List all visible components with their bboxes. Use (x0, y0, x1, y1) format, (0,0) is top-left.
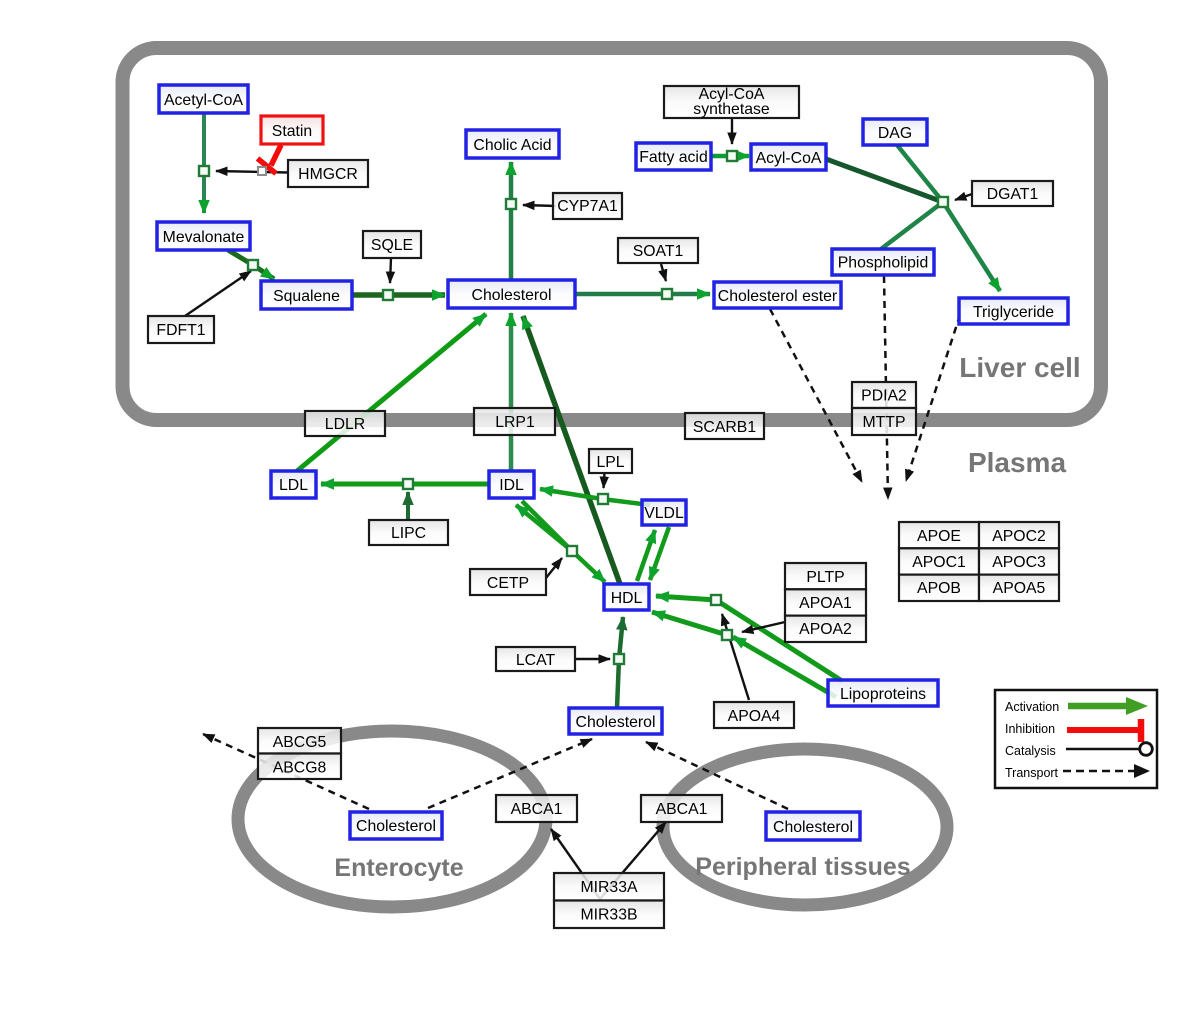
svg-text:Phospholipid: Phospholipid (838, 255, 928, 272)
svg-text:Statin: Statin (272, 123, 312, 140)
svg-text:ABCA1: ABCA1 (656, 801, 708, 818)
svg-text:LIPC: LIPC (391, 525, 426, 542)
svg-text:SCARB1: SCARB1 (693, 419, 756, 436)
svg-text:DAG: DAG (878, 125, 912, 142)
svg-text:APOC1: APOC1 (912, 554, 966, 571)
svg-text:LDLR: LDLR (325, 416, 365, 433)
svg-text:Inhibition: Inhibition (1005, 722, 1055, 736)
svg-text:Plasma: Plasma (968, 447, 1066, 478)
svg-text:APOE: APOE (917, 528, 961, 545)
svg-text:Cholesterol ester: Cholesterol ester (718, 288, 837, 305)
svg-text:Peripheral tissues: Peripheral tissues (695, 853, 910, 881)
svg-text:Activation: Activation (1005, 700, 1059, 714)
svg-text:Fatty acid: Fatty acid (639, 149, 707, 166)
svg-text:Squalene: Squalene (273, 288, 340, 305)
svg-text:ABCG8: ABCG8 (273, 760, 327, 777)
svg-text:ABCA1: ABCA1 (511, 801, 563, 818)
svg-text:APOA1: APOA1 (799, 595, 852, 612)
svg-text:Acyl-CoA: Acyl-CoA (756, 150, 822, 167)
svg-text:synthetase: synthetase (693, 101, 770, 118)
svg-text:Transport: Transport (1005, 766, 1059, 780)
svg-text:DGAT1: DGAT1 (987, 186, 1039, 203)
svg-text:Cholesterol: Cholesterol (773, 819, 853, 836)
svg-text:SQLE: SQLE (371, 237, 413, 254)
svg-text:APOC2: APOC2 (992, 528, 1046, 545)
svg-text:CYP7A1: CYP7A1 (557, 198, 618, 215)
svg-text:Cholic Acid: Cholic Acid (473, 137, 551, 154)
svg-text:SOAT1: SOAT1 (633, 243, 684, 260)
svg-text:LRP1: LRP1 (495, 414, 535, 431)
svg-text:Lipoproteins: Lipoproteins (840, 686, 926, 703)
svg-text:LCAT: LCAT (516, 652, 556, 669)
svg-text:FDFT1: FDFT1 (156, 322, 205, 339)
svg-text:Liver cell: Liver cell (959, 352, 1080, 383)
svg-text:Acetyl-CoA: Acetyl-CoA (164, 92, 243, 109)
svg-text:APOA2: APOA2 (799, 621, 852, 638)
svg-text:PLTP: PLTP (806, 569, 844, 586)
svg-text:ABCG5: ABCG5 (273, 734, 327, 751)
svg-text:HMGCR: HMGCR (298, 166, 358, 183)
svg-text:Cholesterol: Cholesterol (356, 818, 436, 835)
svg-text:VLDL: VLDL (644, 505, 684, 522)
svg-text:MTTP: MTTP (863, 414, 906, 431)
svg-text:APOC3: APOC3 (992, 554, 1046, 571)
svg-text:Cholesterol: Cholesterol (472, 287, 552, 304)
svg-text:Triglyceride: Triglyceride (973, 304, 1054, 321)
svg-text:APOA5: APOA5 (993, 580, 1046, 597)
svg-text:Enterocyte: Enterocyte (334, 854, 463, 882)
svg-text:APOB: APOB (917, 580, 961, 597)
svg-text:IDL: IDL (499, 477, 524, 494)
svg-text:APOA4: APOA4 (728, 708, 781, 725)
svg-text:MIR33B: MIR33B (580, 907, 637, 924)
svg-text:PDIA2: PDIA2 (861, 388, 907, 405)
svg-text:MIR33A: MIR33A (580, 879, 638, 896)
svg-text:Cholesterol: Cholesterol (576, 714, 656, 731)
svg-text:Catalysis: Catalysis (1005, 744, 1056, 758)
svg-text:Acyl-CoA: Acyl-CoA (699, 86, 765, 103)
svg-text:Mevalonate: Mevalonate (163, 229, 245, 246)
svg-text:CETP: CETP (487, 575, 529, 592)
svg-text:HDL: HDL (611, 590, 643, 607)
svg-text:LDL: LDL (279, 477, 308, 494)
svg-text:LPL: LPL (596, 454, 624, 471)
